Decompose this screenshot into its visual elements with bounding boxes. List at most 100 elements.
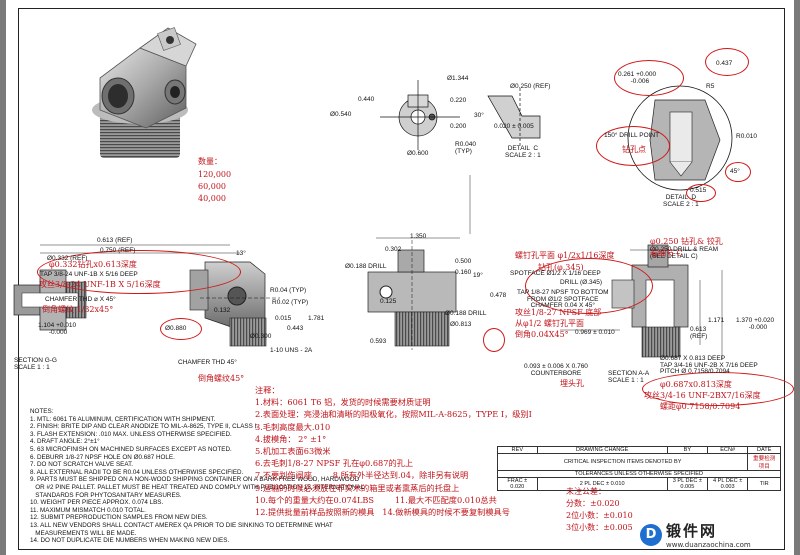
dim-text: Ø0.687 X 0.813 DEEP TAP 3/4-16 UNF-2B X …	[660, 355, 758, 375]
tb-critical: CRITICAL INSPECTION ITEMS DENOTED BY	[496, 453, 749, 471]
note-line-cn: 9.运输的时候必须放在非实木的箱里或者熏蒸后的托盘上	[255, 482, 460, 493]
callout-ellipse	[525, 258, 653, 314]
tolerance-line: 3位小数：±0.005	[566, 523, 633, 532]
note-line-cn: 7.不要划伤阀座 8.所有外半径达到.04，除非另有说明	[255, 470, 469, 481]
tb-ecn: ECN#	[706, 446, 749, 454]
detail-d	[627, 85, 733, 191]
dim-text: R5	[706, 83, 715, 90]
dim-text: 0.015	[275, 315, 292, 322]
brand-name: 锻件网	[666, 522, 718, 540]
dim-text: 0.969 ± 0.010	[575, 329, 615, 336]
qty-value: 120,000	[198, 170, 232, 179]
note-line: 2. FINISH: BRITE DIP AND CLEAR ANODIZE T…	[30, 423, 259, 431]
callout-ellipse	[642, 372, 794, 406]
dim-text: 150° DRILL POINT	[604, 132, 660, 139]
drawing-sheet	[18, 8, 785, 550]
annotation-cn: 螺钉孔平面 φ1/2x1/16深度	[515, 251, 615, 260]
notes-english: NOTES: 1. MTL: 6061 T6 ALUMINUM, CERTIFI…	[30, 408, 364, 545]
note-line-cn: 3.毛刺高度最大.010	[255, 421, 331, 432]
callout-ellipse	[483, 328, 505, 352]
title-block: REV DRAWING CHANGE BY ECN# DATE CRITICAL…	[496, 446, 781, 491]
callout-ellipse	[37, 250, 241, 294]
brand-logo: D 锻件网 www.duanzaochina.com	[640, 520, 751, 549]
note-line: NOTES:	[30, 408, 54, 415]
top-view	[380, 80, 460, 150]
note-line: 1. MTL: 6061 T6 ALUMINUM, CERTIFICATION …	[30, 415, 216, 423]
dim-text: 0.613 (REF)	[690, 326, 708, 340]
dim-text: 1.781	[308, 315, 325, 322]
annotation-cn: φ0.332钻孔x0.613深度	[49, 260, 137, 269]
dim-text: Ø0.540	[330, 111, 352, 118]
note-line: 11. MAXIMUM MISMATCH 0.010 TOTAL.	[30, 506, 146, 514]
callout-ellipse	[596, 126, 670, 166]
dim-text: 0.020 ± 0.005	[494, 123, 534, 130]
dim-text: 0.093 ± 0.006 X 0.760 COUNTERBORE	[524, 363, 588, 377]
annotation-cn: 攻丝1/8-27 NPSF 底部	[515, 308, 602, 317]
tolerance-line: 分数：±0.020	[566, 499, 620, 508]
dim-text: 0.478	[490, 292, 507, 299]
annotation-cn: 倒角螺纹45°	[198, 374, 245, 383]
tb-tir: TIR	[747, 477, 781, 491]
annotation-cn: 攻丝3/4-16 UNF-2BX7/16深度	[644, 391, 761, 400]
annotation-cn: 倒角螺纹 1/32x45°	[42, 305, 114, 314]
dim-text: 0.125	[380, 298, 397, 305]
dim-text: 0.440	[358, 96, 375, 103]
dim-text: 1.171	[708, 317, 725, 324]
tb-3pl: 3 PL DEC ± 0.005	[666, 477, 708, 491]
note-line: MEASUREMENTS WILL BE MADE.	[30, 529, 137, 537]
note-line: 10. WEIGHT PER PIECE APPROX. 0.074 LBS.	[30, 499, 164, 507]
notes-chinese: 注释： 1.材料：6061 T6 铝，发货的时候需要材质证明 2.表面处理：亮浸…	[255, 384, 532, 518]
dim-text: R0.010	[736, 133, 757, 140]
dim-text: Ø0.250 (REF)	[510, 83, 551, 90]
dim-text: Ø0.332 (REF)	[47, 255, 88, 262]
dim-text: DRILL (Ø.345)	[560, 279, 603, 286]
dim-text: 1.104 +0.010 -0.000	[38, 322, 77, 336]
brand-url: www.duanzaochina.com	[666, 541, 751, 549]
dim-text: R0.040 (TYP)	[455, 141, 476, 155]
note-line: 14. DO NOT DUPLICATE DIE NUMBERS WHEN MA…	[30, 537, 230, 545]
dim-text: Ø0.300	[250, 333, 272, 340]
qty-value: 40,000	[198, 194, 226, 203]
dim-text: Ø0.188 DRILL	[445, 310, 487, 317]
section-a-label: SECTION A-A SCALE 1 : 1	[608, 370, 650, 384]
note-line: 3. FLASH EXTENSION: .010 MAX. UNLESS OTH…	[30, 430, 232, 438]
callout-ellipse	[686, 184, 716, 202]
dim-text: Ø0.813	[450, 321, 472, 328]
callout-ellipse	[705, 48, 749, 76]
dim-text: R0.02 (TYP)	[272, 299, 309, 306]
tb-rev: REV	[497, 446, 538, 454]
annotation-cn: 钻孔点	[622, 145, 646, 154]
tb-frac: FRAC ± 0.020	[497, 477, 538, 491]
dim-text: 0.220	[450, 97, 467, 104]
tolerance-title: 未注公差：	[566, 487, 606, 496]
note-line: 6. DEBURR 1/8-27 NPSF HOLE ON Ø0.687 HOL…	[30, 453, 175, 461]
dim-text: Ø0.250 DRILL & REAM (SEE DETAIL C)	[650, 246, 719, 260]
note-line: STANDARDS FOR PHYTOSANITARY MEASURES.	[30, 491, 182, 499]
annotation-cn: 埋头孔	[560, 379, 584, 388]
annotation-cn: 从φ1/2 螺钉孔平面	[515, 319, 585, 328]
detail-c-label: DETAIL C SCALE 2 : 1	[505, 145, 541, 159]
annotation-cn: 攻丝3/8-24 UNF-1B X 5/16深度	[39, 280, 161, 289]
dim-text: 1.370 +0.020 -0.000	[736, 317, 775, 331]
dim-text: R0.04 (TYP)	[270, 287, 307, 294]
note-line-cn: 6.去毛刺1/8-27 NPSF 孔在φ0.687的孔上	[255, 458, 414, 469]
dim-text: 0.613 (REF)	[97, 237, 133, 244]
tb-by: BY	[666, 446, 708, 454]
dim-text: 0.302	[385, 246, 402, 253]
dim-text: 0.261 +0.000 -0.006	[618, 71, 657, 85]
iso-part-render	[92, 27, 197, 158]
note-line: 4. DRAFT ANGLE: 2°±1°	[30, 438, 100, 446]
note-line: 8. ALL EXTERNAL RADII TO BE R0.04 UNLESS…	[30, 468, 244, 476]
tb-key: 重要检测项目	[747, 453, 781, 471]
note-line: 13. ALL NEW VENDORS SHALL CONTACT AMEREX…	[30, 521, 333, 529]
tb-2pl: 2 PL DEC ± 0.010	[536, 477, 668, 491]
section-g-label: SECTION G-G SCALE 1 : 1	[14, 357, 57, 371]
note-line-cn: 4.拔模角： 2° ±1°	[255, 433, 327, 444]
brand-logo-icon: D	[640, 523, 662, 546]
dim-text: TAP 1/8-27 NPSF TO BOTTOM FROM Ø1/2 SPOT…	[517, 289, 609, 309]
note-line-cn: 2.表面处理：亮浸油和清晰的阳极氧化，按照MIL-A-8625，TYPE I，级…	[255, 409, 532, 420]
detail-d-label: DETAIL D SCALE 2 : 1	[663, 194, 699, 208]
annotation-cn: 钻孔(φ.345)	[538, 263, 584, 272]
dim-text: 30°	[474, 112, 484, 119]
note-line-cn: 12.提供批量前样品按照新的模具 14.做新模具的时候不要复制模具号	[255, 507, 510, 518]
